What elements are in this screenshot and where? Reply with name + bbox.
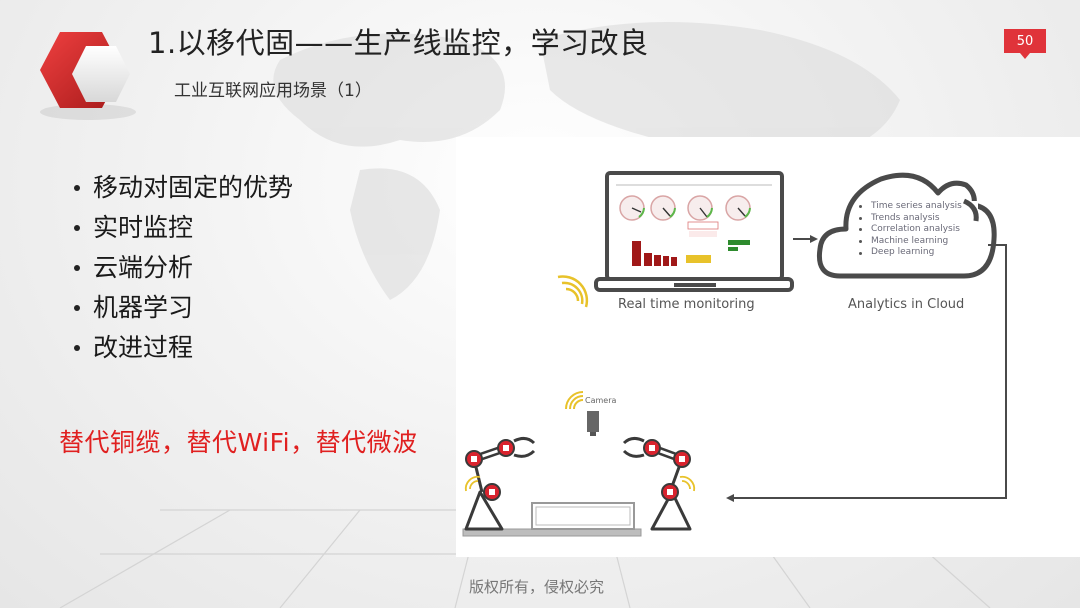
bullet-dot-icon (74, 345, 80, 351)
bullet-item: 移动对固定的优势 (72, 168, 293, 208)
bullet-dot-icon (74, 185, 80, 191)
hexagon-logo-icon (40, 32, 136, 120)
bullet-item: 改进过程 (72, 328, 293, 368)
bullet-dot-icon (859, 251, 862, 255)
cloud-list-item: Machine learning (859, 236, 962, 248)
copyright-footer: 版权所有，侵权必究 (469, 578, 605, 596)
wireless-signal-icon (557, 275, 589, 308)
laptop-dashboard-icon (594, 171, 794, 292)
bullet-dot-icon (859, 205, 862, 209)
robot-arm-icon (622, 436, 696, 531)
cloud-icon (816, 172, 997, 279)
page-number-badge: 50 (1004, 29, 1046, 59)
cloud-list-item: Time series analysis (859, 201, 962, 213)
robot-arm-icon (464, 436, 536, 531)
cloud-list-item: Trends analysis (859, 213, 962, 225)
highlight-note: 替代铜缆，替代WiFi，替代微波 (59, 428, 418, 457)
bullet-item: 机器学习 (72, 288, 293, 328)
monitor-label: Real time monitoring (618, 297, 755, 312)
iot-monitoring-diagram (462, 171, 1007, 537)
bullet-dot-icon (859, 240, 862, 244)
bullet-item: 云端分析 (72, 248, 293, 288)
cloud-label: Analytics in Cloud (848, 297, 965, 312)
bullet-dot-icon (74, 305, 80, 311)
bullet-list: 移动对固定的优势 实时监控 云端分析 机器学习 改进过程 (72, 168, 293, 368)
camera-label: Camera (585, 396, 617, 405)
camera-icon (565, 391, 599, 436)
cloud-analysis-list: Time series analysis Trends analysis Cor… (859, 201, 962, 259)
bullet-dot-icon (74, 265, 80, 271)
bullet-dot-icon (74, 225, 80, 231)
diagram-panel: Real time monitoring Analytics in Cloud … (456, 137, 1080, 557)
cloud-list-item: Deep learning (859, 247, 962, 259)
bullet-item: 实时监控 (72, 208, 293, 248)
slide-subtitle: 工业互联网应用场景（1） (174, 81, 372, 101)
cloud-list-item: Correlation analysis (859, 224, 962, 236)
bullet-dot-icon (859, 216, 862, 220)
bullet-dot-icon (859, 228, 862, 232)
slide-title: 1.以移代固——生产线监控，学习改良 (148, 26, 649, 60)
